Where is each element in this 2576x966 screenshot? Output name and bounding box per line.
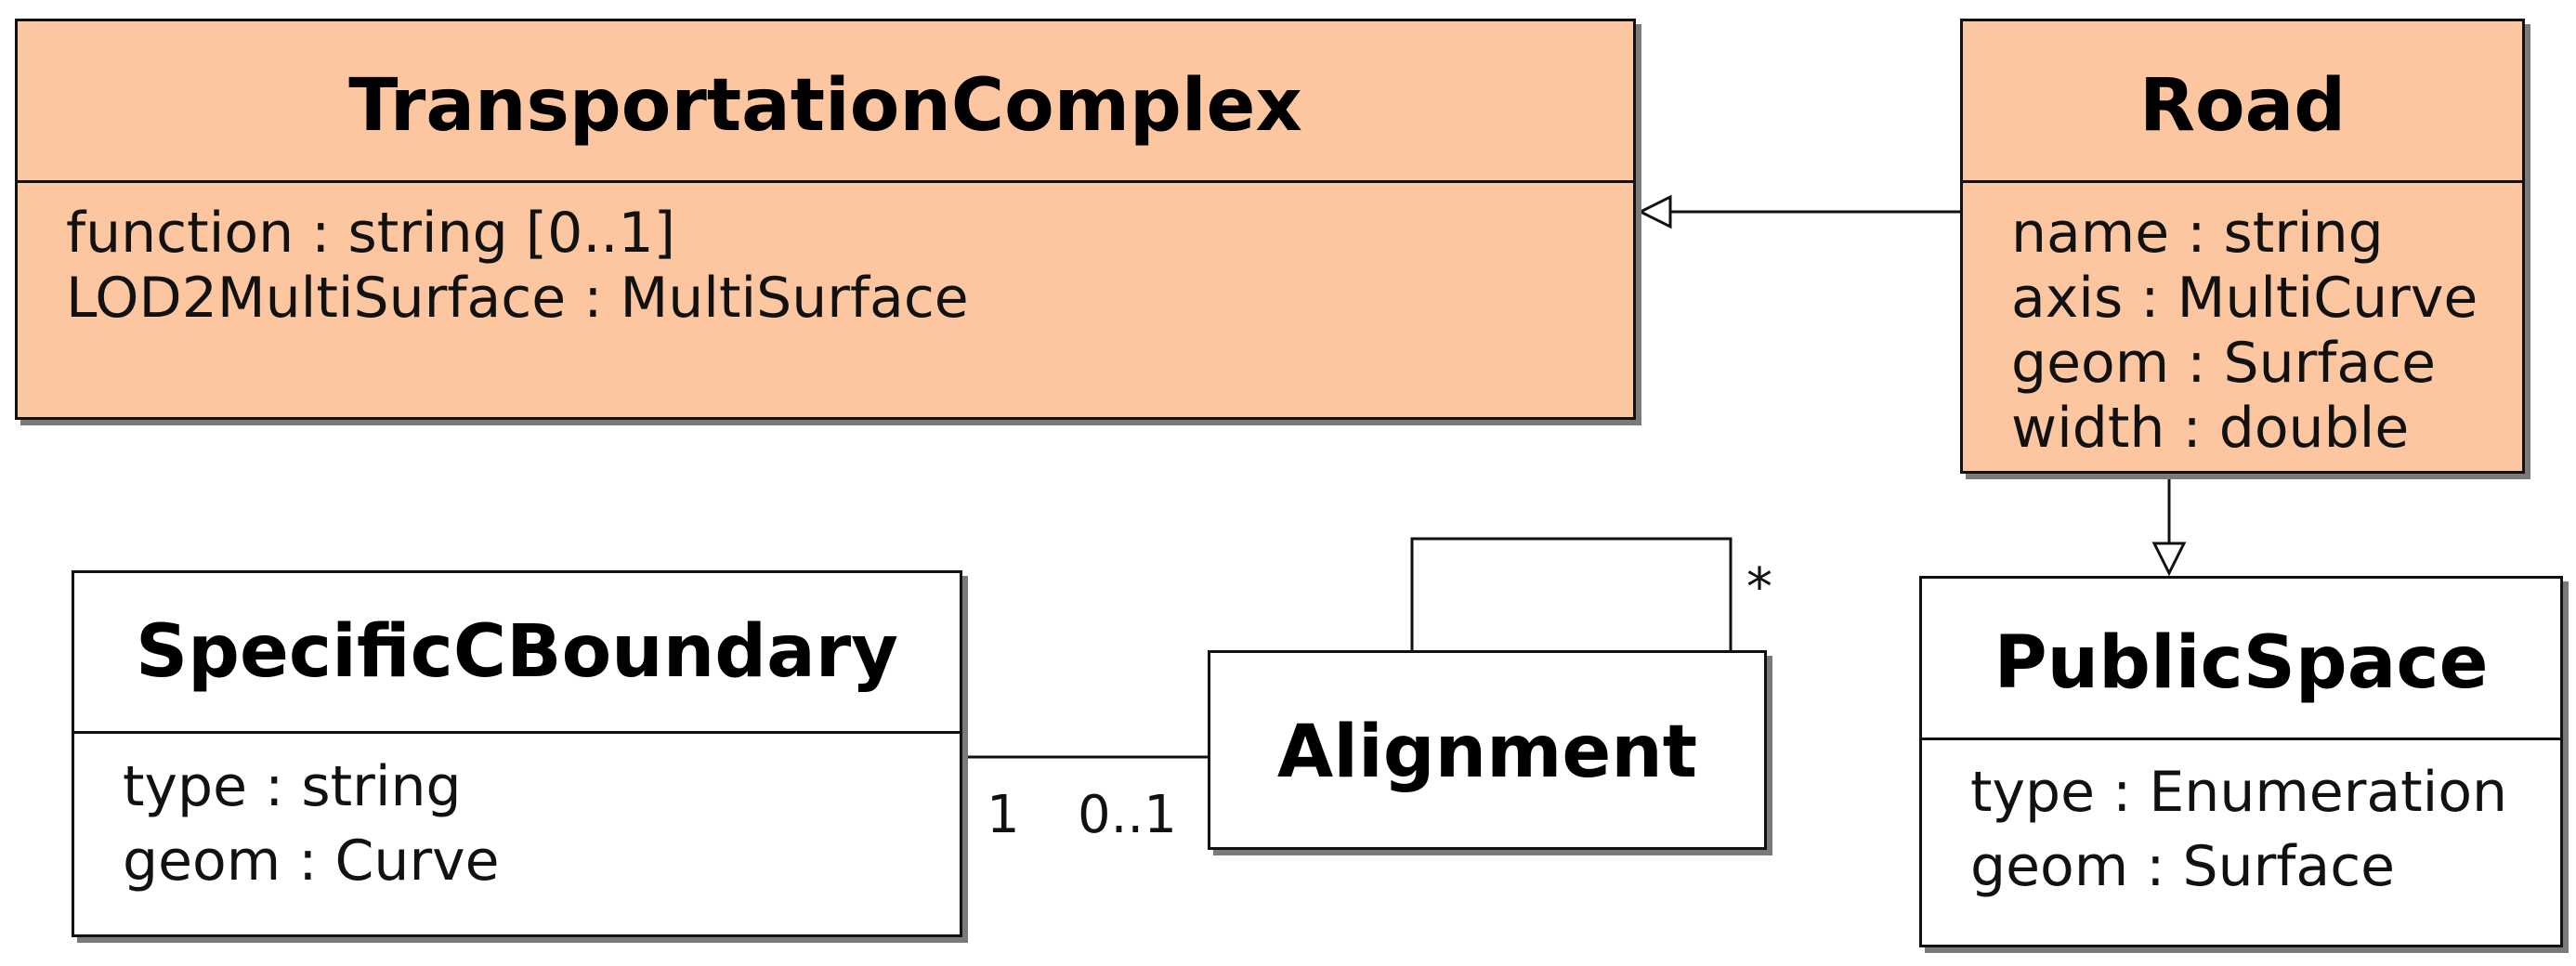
class-attributes: function : string [0..1] LOD2MultiSurfac… — [66, 201, 969, 331]
multiplicity-boundary-end: 1 — [987, 785, 1020, 845]
attribute: geom : Surface — [1970, 834, 2396, 899]
class-specificcboundary[interactable]: SpecificCBoundary type : string geom : C… — [72, 570, 962, 937]
multiplicity-alignment-end: 0..1 — [1078, 785, 1177, 845]
attribute: type : Enumeration — [1970, 760, 2508, 825]
generalization-arrowhead-transportationcomplex — [1637, 194, 1672, 229]
attribute: name : string — [2011, 201, 2384, 266]
class-road[interactable]: Road name : string axis : MultiCurve geo… — [1960, 19, 2525, 474]
class-transportationcomplex[interactable]: TransportationComplex function : string … — [15, 19, 1636, 420]
attribute: axis : MultiCurve — [2011, 266, 2478, 331]
attribute: type : string — [123, 754, 462, 819]
attribute: geom : Surface — [2011, 331, 2437, 396]
class-divider — [1963, 180, 2522, 183]
generalization-arrowhead-publicspace — [2151, 542, 2187, 577]
class-attributes: type : string geom : Curve — [123, 750, 500, 898]
class-name: Alignment — [1276, 711, 1698, 794]
class-publicspace[interactable]: PublicSpace type : Enumeration geom : Su… — [1919, 576, 2563, 947]
attribute: LOD2MultiSurface : MultiSurface — [66, 266, 969, 331]
multiplicity-alignment-self: * — [1746, 557, 1772, 618]
class-divider — [1922, 738, 2560, 740]
attribute: function : string [0..1] — [66, 201, 676, 266]
class-divider — [74, 731, 960, 734]
class-name: SpecificCBoundary — [135, 610, 899, 694]
association-alignment-self — [1410, 537, 1733, 650]
class-name: TransportationComplex — [348, 64, 1302, 148]
class-divider — [18, 180, 1633, 183]
class-alignment[interactable]: Alignment — [1208, 650, 1767, 850]
attribute: geom : Curve — [123, 829, 500, 894]
attribute: width : double — [2011, 396, 2410, 461]
class-attributes: name : string axis : MultiCurve geom : S… — [2011, 201, 2478, 461]
class-attributes: type : Enumeration geom : Surface — [1970, 755, 2507, 904]
class-name: PublicSpace — [1994, 621, 2489, 705]
class-name: Road — [2138, 64, 2347, 148]
